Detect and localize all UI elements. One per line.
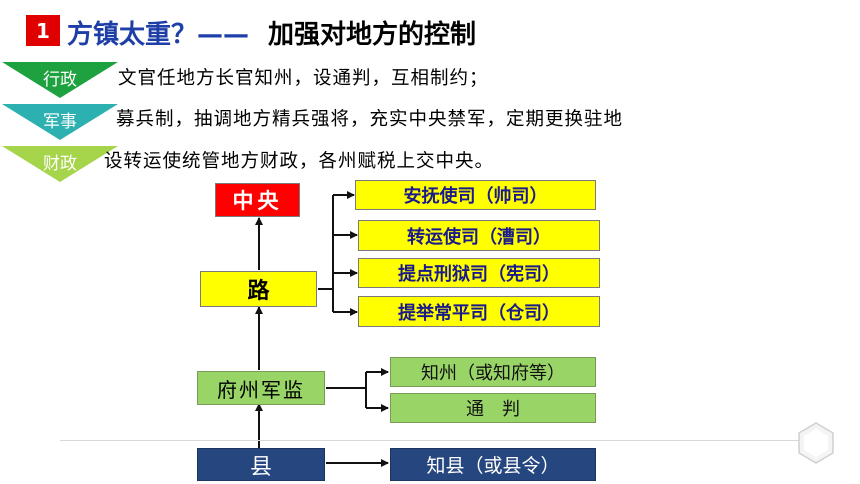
- node-lu: 路: [200, 271, 317, 307]
- node-zhongyang: 中央: [215, 183, 300, 217]
- node-xian: 县: [197, 448, 325, 481]
- node-lu-office-tiju: 提举常平司（仓司）: [358, 296, 600, 327]
- policy-tag-label: 行政: [43, 70, 77, 90]
- policy-text-administration: 文官任地方长官知州，设通判，互相制约；: [118, 68, 489, 89]
- node-lu-office-anfu: 安抚使司（帅司）: [355, 180, 596, 210]
- page-title: 加强对地方的控制: [268, 20, 477, 50]
- policy-tag-label: 军事: [43, 112, 77, 132]
- title-prefix: 方镇太重？——: [67, 20, 250, 50]
- node-fuzhou-office-zhizhou: 知州（或知府等）: [390, 357, 596, 387]
- node-fuzhou-office-tongpan: 通 判: [390, 393, 596, 423]
- node-xian-office-zhixian: 知县（或县令）: [390, 448, 596, 481]
- policy-text-finance: 设转运使统管地方财政，各州赋税上交中央。: [104, 151, 495, 172]
- node-lu-office-zhuanyun: 转运使司（漕司）: [358, 220, 600, 251]
- policy-text-military: 募兵制，抽调地方精兵强将，充实中央禁军，定期更换驻地: [116, 109, 624, 130]
- policy-tag-label: 财政: [43, 154, 77, 174]
- hexagon-decoration-icon: [798, 422, 834, 464]
- footer-divider: [60, 440, 800, 441]
- section-number-badge: 1: [26, 15, 60, 46]
- node-fuzhou-junjian: 府州军监: [197, 371, 325, 405]
- node-lu-office-tidian: 提点刑狱司（宪司）: [358, 258, 600, 288]
